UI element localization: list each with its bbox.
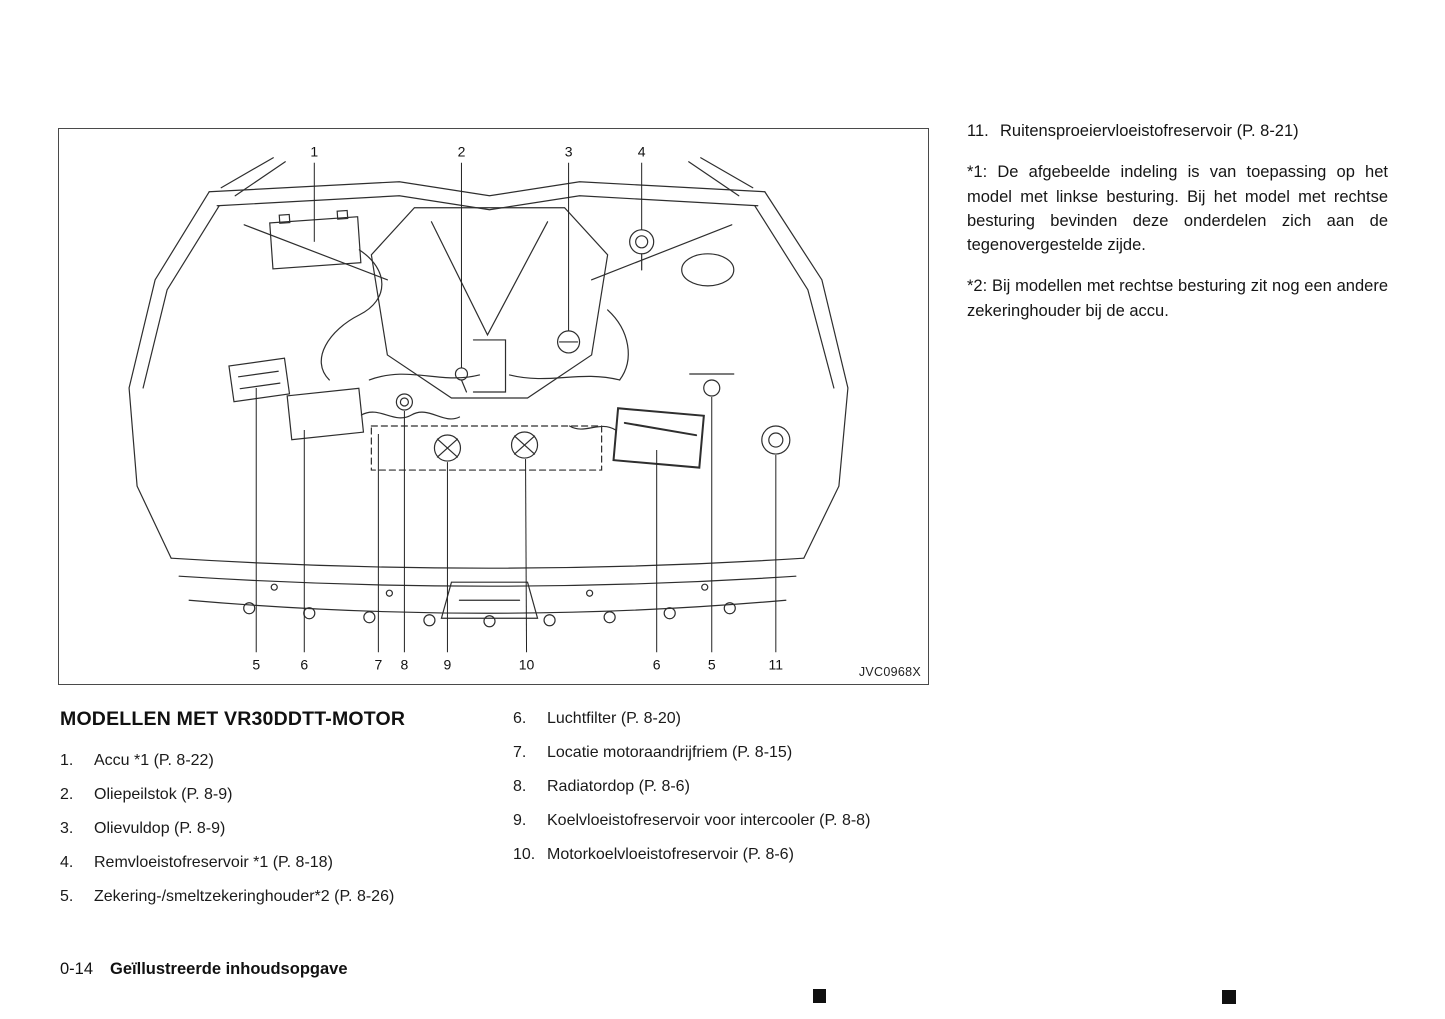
legend-item-number: 11. [967,122,989,140]
legend-item: 8. Radiatordop (P. 8-6) [513,776,913,797]
footnote-1: *1: De afgebeelde indeling is van toepas… [967,163,1388,254]
legend-item: 9. Koelvloeistofreservoir voor intercool… [513,810,913,831]
legend-item-text: Ruitensproeiervloeistofreservoir (P. 8-2… [1000,122,1299,140]
legend-item-number: 8. [513,778,527,795]
callout-number: 5 [708,656,716,672]
legend-item-number: 5. [60,888,74,905]
engine-diagram: 1 2 3 4 5 6 7 8 9 10 6 5 11 [128,144,849,673]
legend-item-text: Luchtfilter (P. 8-20) [547,710,681,727]
legend-item-number: 10. [513,846,536,863]
figure-code: JVC0968X [858,665,921,679]
callout-number: 7 [374,656,382,672]
callout-number: 9 [444,656,452,672]
legend-item-number: 3. [60,820,74,837]
legend-item-text: Koelvloeistofreservoir voor intercooler … [547,812,871,829]
legend-item-text: Locatie motoraandrijfriem (P. 8-15) [547,744,793,761]
footer-title: Geïllustreerde inhoudsopgave [110,960,348,978]
legend-item-text: Motorkoelvloeistofreservoir (P. 8-6) [547,846,794,863]
legend-item-text: Zekering-/smeltzekeringhouder*2 (P. 8-26… [94,888,395,905]
legend: MODELLEN MET VR30DDTT-MOTOR 1. Accu *1 (… [60,708,913,920]
right-column: 11. Ruitensproeiervloeistofreservoir (P.… [967,119,1388,323]
legend-item: 2. Oliepeilstok (P. 8-9) [60,784,513,805]
legend-item-11: 11. Ruitensproeiervloeistofreservoir (P.… [967,119,1388,143]
callout-number: 5 [252,656,260,672]
legend-item-number: 7. [513,744,527,761]
legend-column-2: 6. Luchtfilter (P. 8-20) 7. Locatie moto… [513,708,913,878]
page-footer: 0-14 Geïllustreerde inhoudsopgave [60,960,348,979]
print-registration-mark [1222,990,1236,1004]
legend-item-text: Oliepeilstok (P. 8-9) [94,786,233,803]
callout-number: 6 [653,656,661,672]
legend-item-number: 4. [60,854,74,871]
legend-item: 7. Locatie motoraandrijfriem (P. 8-15) [513,742,913,763]
callout-number: 10 [519,656,535,672]
legend-item-number: 6. [513,710,527,727]
callout-number: 8 [400,656,408,672]
engine-bay-drawing [128,157,849,628]
legend-item-text: Accu *1 (P. 8-22) [94,752,214,769]
callout-number: 1 [310,144,318,160]
callout-number: 6 [300,656,308,672]
footnote-2: *2: Bij modellen met rechtse besturing z… [967,277,1388,320]
legend-item-number: 2. [60,786,74,803]
callout-number: 11 [769,656,784,672]
page-number: 0-14 [60,960,94,978]
legend-item-text: Radiatordop (P. 8-6) [547,778,690,795]
callout-numbers: 1 2 3 4 5 6 7 8 9 10 6 5 11 [252,144,783,673]
legend-item-number: 1. [60,752,74,769]
callout-number: 2 [458,144,466,160]
legend-item: 1. Accu *1 (P. 8-22) [60,750,513,771]
legend-item: 4. Remvloeistofreservoir *1 (P. 8-18) [60,852,513,873]
callout-number: 3 [565,144,573,160]
legend-item: 6. Luchtfilter (P. 8-20) [513,708,913,729]
legend-item-number: 9. [513,812,527,829]
section-heading: MODELLEN MET VR30DDTT-MOTOR [60,708,406,730]
leader-lines [255,162,777,653]
legend-item: 3. Olievuldop (P. 8-9) [60,818,513,839]
engine-diagram-figure: 1 2 3 4 5 6 7 8 9 10 6 5 11 JVC0968X [58,128,929,685]
callout-number: 4 [638,144,646,160]
print-registration-mark [813,989,826,1003]
legend-item-text: Remvloeistofreservoir *1 (P. 8-18) [94,854,333,871]
legend-item-text: Olievuldop (P. 8-9) [94,820,226,837]
legend-column-1: MODELLEN MET VR30DDTT-MOTOR 1. Accu *1 (… [60,708,513,920]
legend-item: 5. Zekering-/smeltzekeringhouder*2 (P. 8… [60,886,513,907]
legend-item: 10. Motorkoelvloeistofreservoir (P. 8-6) [513,844,913,865]
